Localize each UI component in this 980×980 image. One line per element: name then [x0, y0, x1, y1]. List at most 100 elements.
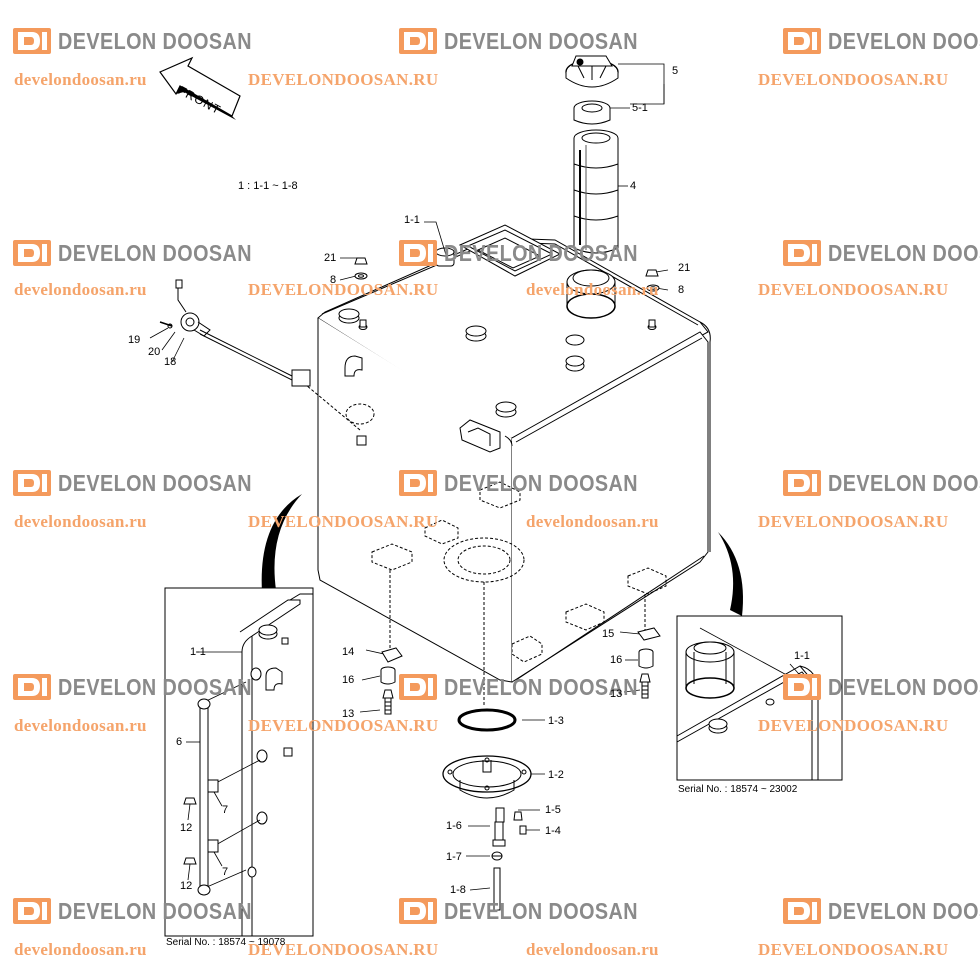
- callout-6: 6: [176, 736, 183, 748]
- callout-16-left: 16: [342, 674, 355, 686]
- watermark-logo: DEVELON DOOSAN: [12, 468, 284, 498]
- watermark-logo: DEVELON DOOSAN: [782, 468, 980, 498]
- watermark-logo: DEVELON DOOSAN: [398, 238, 670, 268]
- callout-1-6: 1-6: [446, 820, 462, 832]
- watermark-url: develondoosan.ru: [14, 70, 147, 89]
- watermark-url: DEVELONDOOSAN.RU: [758, 512, 949, 531]
- brand-logo-icon: [783, 898, 821, 924]
- brand-logo-icon: [399, 674, 437, 700]
- watermark-logo: DEVELON DOOSAN: [12, 26, 284, 56]
- watermark-brand-text: DEVELON DOOSAN: [58, 27, 252, 54]
- watermark-logo: DEVELON DOOSAN: [782, 896, 980, 926]
- brand-logo-icon: [399, 898, 437, 924]
- brand-logo-icon: [783, 674, 821, 700]
- watermark-logo: DEVELON DOOSAN: [398, 672, 670, 702]
- callout-1-1: 1-1: [404, 214, 420, 226]
- watermark-brand-text: DEVELON DOOSAN: [828, 469, 980, 496]
- watermark-url: DEVELONDOOSAN.RU: [248, 716, 439, 735]
- watermark-brand-text: DEVELON DOOSAN: [444, 897, 638, 924]
- fasteners-top: [354, 257, 660, 292]
- callout-1-8: 1-8: [450, 884, 466, 896]
- brand-logo-icon: [13, 470, 51, 496]
- brand-logo-icon: [783, 240, 821, 266]
- brand-logo-icon: [399, 470, 437, 496]
- callout-16-right: 16: [610, 654, 623, 666]
- callout-18: 18: [164, 356, 177, 368]
- serial-note-right: Serial No. : 18574 ~ 23002: [678, 784, 798, 795]
- level-sensor: [159, 279, 311, 387]
- callout-1-4: 1-4: [545, 825, 561, 837]
- watermark-url: develondoosan.ru: [526, 512, 659, 531]
- callout-12-lower: 12: [180, 880, 193, 892]
- watermark-url: DEVELONDOOSAN.RU: [248, 70, 439, 89]
- filler-cap-assembly: [565, 55, 619, 254]
- callout-1-5: 1-5: [545, 804, 561, 816]
- brand-logo-icon: [783, 470, 821, 496]
- watermark-url: DEVELONDOOSAN.RU: [248, 512, 439, 531]
- serial-note-left: Serial No. : 18574 ~ 19078: [166, 937, 286, 948]
- watermark-brand-text: DEVELON DOOSAN: [444, 239, 638, 266]
- brand-logo-icon: [783, 28, 821, 54]
- watermark-url: DEVELONDOOSAN.RU: [248, 280, 439, 299]
- callout-4: 4: [630, 180, 637, 192]
- callout-1-7: 1-7: [446, 851, 462, 863]
- callout-20: 20: [148, 346, 161, 358]
- watermark-logo: DEVELON DOOSAN: [398, 468, 670, 498]
- callout-5-1: 5-1: [632, 102, 648, 114]
- callout-21-left: 21: [324, 252, 337, 264]
- callout-12-upper: 12: [180, 822, 193, 834]
- callout-7-lower: 7: [222, 866, 229, 878]
- watermark-logo: DEVELON DOOSAN: [398, 26, 670, 56]
- watermark-url: DEVELONDOOSAN.RU: [758, 70, 949, 89]
- watermark-brand-text: DEVELON DOOSAN: [828, 27, 980, 54]
- callout-7-upper: 7: [222, 804, 229, 816]
- callout-14: 14: [342, 646, 355, 658]
- callout-13-right: 13: [610, 688, 623, 700]
- hydraulic-tank: [299, 224, 711, 705]
- watermark-brand-text: DEVELON DOOSAN: [58, 239, 252, 266]
- watermark-logo: DEVELON DOOSAN: [782, 26, 980, 56]
- callout-1-2: 1-2: [548, 769, 564, 781]
- brand-logo-icon: [13, 898, 51, 924]
- front-arrow: [159, 56, 241, 120]
- watermark-url: develondoosan.ru: [14, 512, 147, 531]
- inset-left-frame: [164, 587, 314, 937]
- bottom-fasteners: [380, 627, 661, 715]
- callout-1-3: 1-3: [548, 715, 564, 727]
- watermark-logo: DEVELON DOOSAN: [398, 896, 670, 926]
- watermark-url: DEVELONDOOSAN.RU: [758, 716, 949, 735]
- scale-note: 1 : 1-1 ~ 1-8: [238, 180, 298, 192]
- callout-13-left: 13: [342, 708, 355, 720]
- watermark-brand-text: DEVELON DOOSAN: [828, 239, 980, 266]
- inset-left-callout-1-1: 1-1: [190, 646, 206, 658]
- brand-logo-icon: [13, 28, 51, 54]
- inset-left-drawing: [183, 593, 313, 936]
- watermark-url: develondoosan.ru: [14, 716, 147, 735]
- watermark-brand-text: DEVELON DOOSAN: [58, 897, 252, 924]
- watermark-url: DEVELONDOOSAN.RU: [248, 940, 439, 959]
- magnifier-swoosh-right: [718, 532, 743, 616]
- watermark-logo: DEVELON DOOSAN: [12, 672, 284, 702]
- watermark-brand-text: DEVELON DOOSAN: [828, 673, 980, 700]
- watermark-url: develondoosan.ru: [14, 940, 147, 959]
- brand-logo-icon: [399, 240, 437, 266]
- watermark-brand-text: DEVELON DOOSAN: [58, 673, 252, 700]
- watermark-url: develondoosan.ru: [14, 280, 147, 299]
- callout-5: 5: [672, 65, 679, 77]
- brand-logo-icon: [399, 28, 437, 54]
- brand-logo-icon: [13, 240, 51, 266]
- brand-logo-icon: [13, 674, 51, 700]
- watermark-logo: DEVELON DOOSAN: [12, 238, 284, 268]
- watermark-brand-text: DEVELON DOOSAN: [444, 469, 638, 496]
- watermark-brand-text: DEVELON DOOSAN: [444, 673, 638, 700]
- callout-15: 15: [602, 628, 615, 640]
- watermark-logo: DEVELON DOOSAN: [782, 238, 980, 268]
- callout-19: 19: [128, 334, 141, 346]
- drain-cover-assembly: [442, 708, 532, 911]
- magnifier-swoosh-left: [261, 494, 302, 592]
- callout-8-left: 8: [330, 274, 337, 286]
- watermark-url: DEVELONDOOSAN.RU: [758, 940, 949, 959]
- watermark-url: develondoosan.ru: [526, 280, 659, 299]
